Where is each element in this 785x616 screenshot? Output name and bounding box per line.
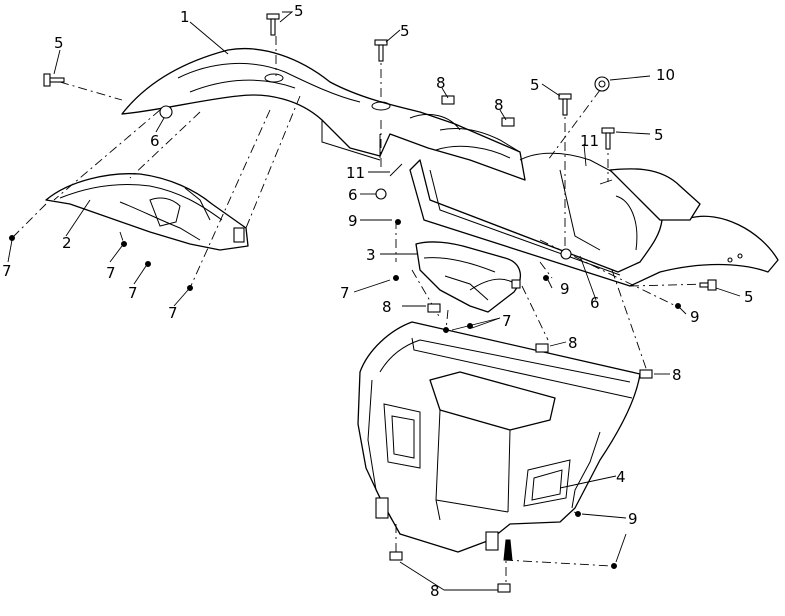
clip-icon — [535, 343, 549, 353]
pin-icon — [389, 163, 403, 177]
callout-8: 8 — [436, 74, 446, 92]
bolt-icon — [558, 93, 572, 116]
hardware — [9, 13, 717, 593]
callout-10: 10 — [656, 66, 675, 84]
callout-4: 4 — [616, 468, 626, 486]
callout-7: 7 — [106, 264, 116, 282]
callout-8: 8 — [382, 298, 392, 316]
callout-2: 2 — [62, 234, 72, 252]
nut-icon — [560, 248, 572, 260]
callout-labels: 1 5 5 5 6 2 7 7 7 7 8 8 5 10 11 5 11 6 9… — [2, 2, 754, 600]
callout-1: 1 — [180, 8, 190, 26]
clip-icon — [389, 551, 403, 561]
screw-icon — [611, 563, 617, 569]
clip-icon — [441, 95, 455, 105]
screw-icon — [675, 303, 681, 309]
callout-9: 9 — [348, 212, 358, 230]
rear-fender-assembly — [409, 127, 779, 287]
screw-icon — [503, 539, 513, 561]
screw-icon — [9, 235, 15, 241]
screw-icon — [543, 275, 549, 281]
nut-icon — [159, 105, 173, 119]
clip-icon — [501, 117, 515, 127]
cap-nut-icon — [594, 76, 610, 92]
callout-6: 6 — [348, 186, 358, 204]
callout-8: 8 — [430, 582, 440, 600]
callout-7: 7 — [128, 284, 138, 302]
front-body-shield — [357, 321, 641, 553]
callout-5: 5 — [654, 126, 664, 144]
clip-icon — [497, 583, 511, 593]
bolt-icon — [699, 279, 717, 291]
callout-8: 8 — [672, 366, 682, 384]
center-inner-panel — [415, 241, 522, 313]
screw-icon — [145, 261, 151, 267]
screw-icon — [575, 511, 581, 517]
callout-9: 9 — [690, 308, 700, 326]
clip-icon — [639, 369, 653, 379]
front-fender — [121, 48, 526, 181]
bolt-icon — [266, 13, 280, 36]
left-inner-fender — [45, 173, 249, 251]
callout-6: 6 — [150, 132, 160, 150]
bolt-icon — [374, 39, 388, 62]
nut-icon — [375, 188, 387, 200]
callout-5: 5 — [294, 2, 304, 20]
callout-7: 7 — [2, 262, 12, 280]
screw-icon — [395, 219, 401, 225]
callout-11: 11 — [580, 132, 599, 150]
bolt-icon — [43, 73, 65, 87]
pin-icon — [599, 179, 613, 185]
screw-icon — [187, 285, 193, 291]
screw-icon — [393, 275, 399, 281]
callout-7: 7 — [340, 284, 350, 302]
callout-9: 9 — [560, 280, 570, 298]
leader-lines — [7, 11, 741, 591]
callout-5: 5 — [400, 22, 410, 40]
callout-9: 9 — [628, 510, 638, 528]
callout-7: 7 — [502, 312, 512, 330]
callout-6: 6 — [590, 294, 600, 312]
callout-8: 8 — [568, 334, 578, 352]
callout-8: 8 — [494, 96, 504, 114]
callout-5: 5 — [530, 76, 540, 94]
clip-icon — [427, 303, 441, 313]
callout-7: 7 — [168, 304, 178, 322]
callout-5: 5 — [744, 288, 754, 306]
screw-icon — [121, 241, 127, 247]
screw-icon — [443, 327, 449, 333]
bolt-icon — [601, 127, 615, 150]
callout-3: 3 — [366, 246, 376, 264]
callout-11: 11 — [346, 164, 365, 182]
callout-5: 5 — [54, 34, 64, 52]
